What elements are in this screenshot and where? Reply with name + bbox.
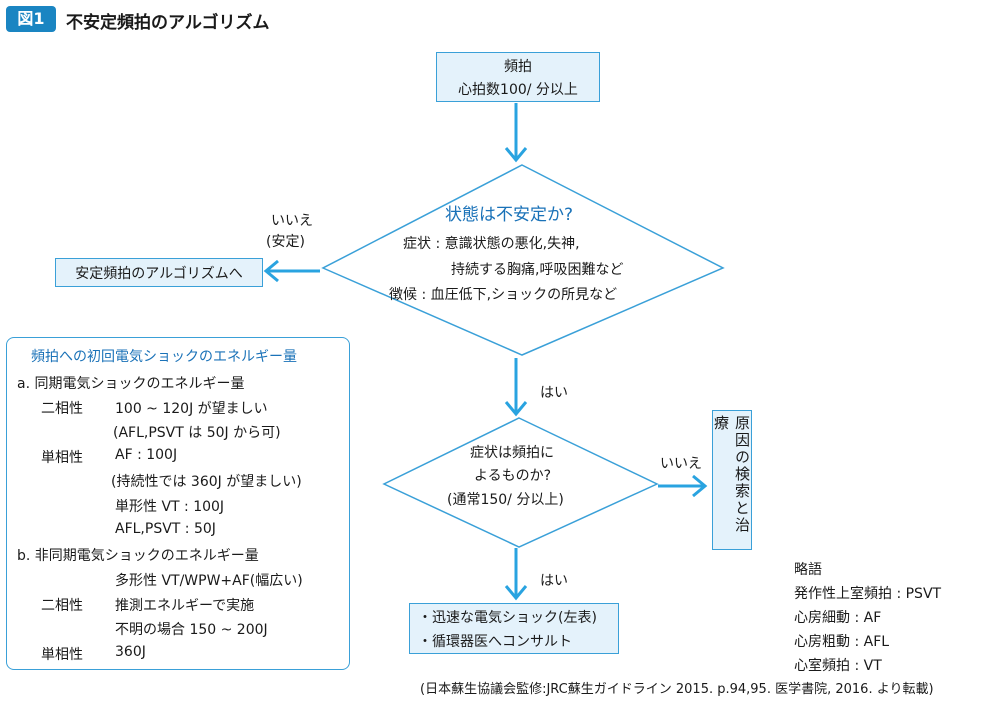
branch-no1-label: いいえ	[271, 213, 313, 229]
energy-panel-title: 頻拍への初回電気ショックのエネルギー量	[31, 349, 297, 365]
arrow-decision1-to-stable	[263, 259, 320, 283]
arrow-decision2-to-cause	[658, 474, 708, 498]
abbreviations-title: 略語	[794, 562, 822, 578]
async-biphasic-value1: 推測エネルギーで実施	[115, 598, 255, 614]
sync-mono-value3: 単形性 VT : 100J	[115, 499, 225, 515]
abbreviation-psvt: 発作性上室頻拍 : PSVT	[794, 586, 942, 602]
sync-biphasic-label: 二相性	[41, 401, 83, 417]
arrow-decision1-to-decision2	[504, 358, 528, 417]
abbreviation-afl: 心房粗動 : AFL	[794, 634, 890, 650]
branch-no2-label: いいえ	[660, 456, 702, 472]
stable-algorithm-box: 安定頻拍のアルゴリズムへ	[55, 258, 263, 287]
abbreviation-af: 心房細動 : AF	[794, 610, 882, 626]
start-line1: 頻拍	[504, 58, 532, 75]
decision1-line3: 徴候 : 血圧低下,ショックの所見など	[389, 287, 618, 303]
arrow-start-to-decision1	[504, 103, 528, 163]
decision2-line3: (通常150/ 分以上)	[447, 492, 564, 508]
source-citation: (日本蘇生協議会監修:JRC蘇生ガイドライン 2015. p.94,95. 医学…	[420, 682, 934, 697]
energy-panel: 頻拍への初回電気ショックのエネルギー量 a. 同期電気ショックのエネルギー量 二…	[6, 337, 350, 670]
action-line2: ・循環器医へコンサルト	[418, 633, 572, 650]
async-heading: b. 非同期電気ショックのエネルギー量	[17, 548, 259, 564]
decision1-diamond	[321, 164, 725, 356]
branch-no1-sublabel: (安定)	[266, 234, 305, 250]
stable-algorithm-label: 安定頻拍のアルゴリズムへ	[75, 265, 243, 282]
sync-biphasic-value1: 100 ~ 120J が望ましい	[115, 401, 268, 417]
yes1-label: はい	[540, 385, 568, 401]
action-box: ・迅速な電気ショック(左表) ・循環器医へコンサルト	[409, 603, 619, 654]
sync-heading: a. 同期電気ショックのエネルギー量	[17, 376, 245, 392]
decision2-line1: 症状は頻拍に	[470, 445, 554, 461]
cause-treatment-label: 原因の検索と治療	[712, 415, 751, 534]
sync-mono-value1: AF : 100J	[115, 447, 178, 463]
decision1-question: 状態は不安定か?	[445, 205, 574, 225]
async-subheading: 多形性 VT/WPW+AF(幅広い)	[115, 573, 303, 589]
action-line1: ・迅速な電気ショック(左表)	[418, 609, 597, 626]
async-biphasic-value2: 不明の場合 150 ~ 200J	[115, 622, 268, 638]
decision1-line2: 持続する胸痛,呼吸困難など	[451, 262, 624, 278]
decision2-diamond	[382, 417, 659, 548]
yes2-label: はい	[540, 573, 568, 589]
figure-title: 不安定頻拍のアルゴリズム	[66, 13, 270, 33]
async-mono-label: 単相性	[41, 647, 83, 663]
async-mono-value1: 360J	[115, 644, 146, 660]
async-biphasic-label: 二相性	[41, 598, 83, 614]
sync-mono-value4: AFL,PSVT : 50J	[115, 521, 216, 537]
start-line2: 心拍数100/ 分以上	[458, 81, 578, 98]
decision2-line2: よるものか?	[474, 468, 552, 484]
sync-mono-label: 単相性	[41, 450, 83, 466]
figure-label-badge: 図1	[6, 6, 56, 32]
cause-treatment-box: 原因の検索と治療	[712, 410, 752, 550]
sync-mono-value2: (持続性では 360J が望ましい)	[111, 474, 302, 490]
abbreviation-vt: 心室頻拍 : VT	[794, 658, 882, 674]
start-box: 頻拍 心拍数100/ 分以上	[436, 52, 600, 102]
sync-biphasic-value2: (AFL,PSVT は 50J から可)	[113, 425, 281, 441]
decision1-line1: 症状 : 意識状態の悪化,失神,	[403, 236, 580, 252]
arrow-decision2-to-action	[504, 548, 528, 601]
